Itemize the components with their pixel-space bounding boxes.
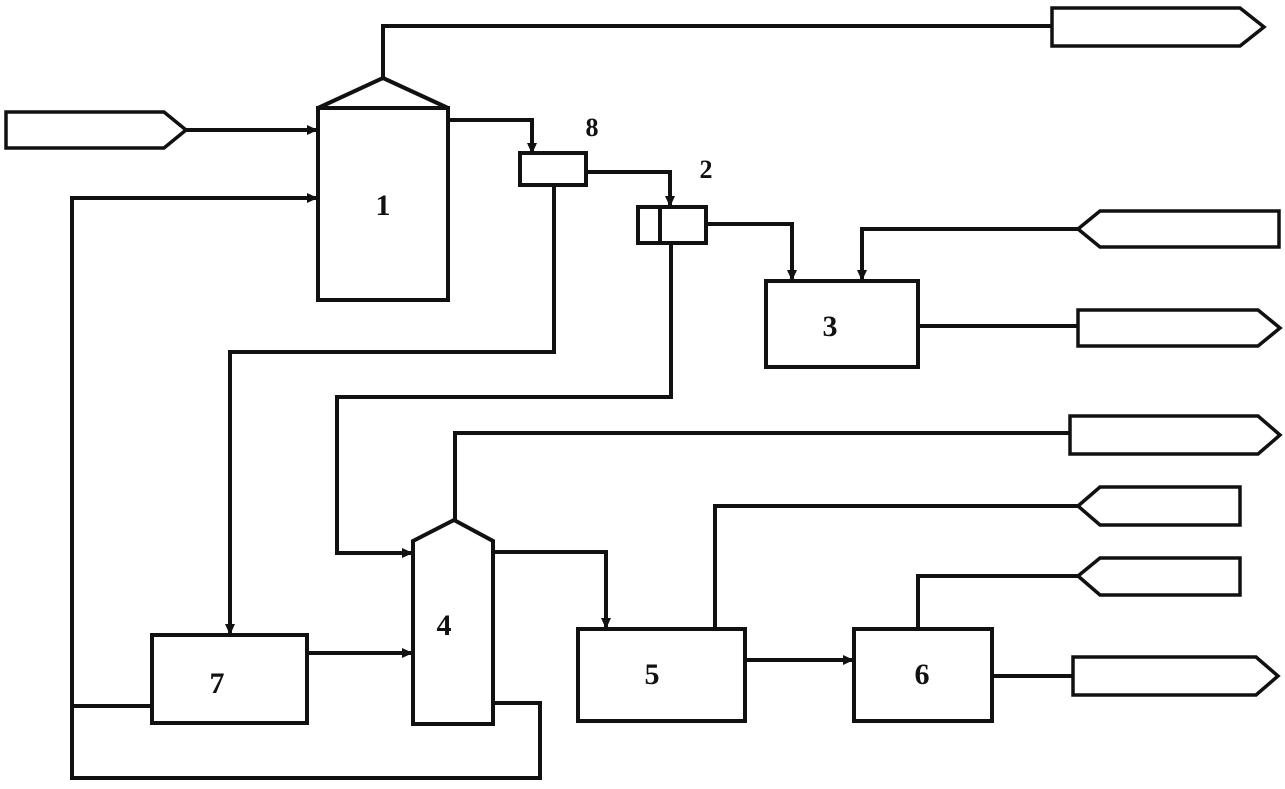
unit-3-label: 3 bbox=[823, 310, 838, 343]
line-unit4-top-outlet bbox=[453, 431, 1072, 521]
line-oxidant-to-unit6 bbox=[916, 574, 1080, 629]
unit-1-label: 1 bbox=[376, 189, 391, 222]
stream-tag-air bbox=[1075, 485, 1242, 527]
arrow-into-unit4-lower bbox=[402, 648, 413, 658]
unit-5-label: 5 bbox=[645, 658, 660, 691]
arrow-into-unit7 bbox=[225, 624, 235, 635]
unit-7: 7 bbox=[150, 633, 309, 725]
stream-tag-bottom-out bbox=[1071, 655, 1281, 697]
arrow-into-unit8 bbox=[527, 143, 537, 154]
arrow-into-unit5 bbox=[601, 618, 611, 629]
arrow-into-unit4-upper bbox=[402, 548, 413, 558]
unit-4: 4 bbox=[411, 517, 495, 726]
unit-4-label: 4 bbox=[437, 609, 452, 642]
unit-8: 8 bbox=[518, 113, 599, 187]
line-air-to-unit5 bbox=[713, 504, 1080, 629]
unit-3: 3 bbox=[764, 279, 920, 369]
unit-6-label: 6 bbox=[915, 658, 930, 691]
line-unit2-to-unit4 bbox=[335, 241, 673, 555]
line-unit8-to-unit2 bbox=[584, 170, 672, 207]
stream-tag-right-mid-in bbox=[1075, 209, 1281, 249]
line-unit4-to-unit5 bbox=[491, 550, 608, 629]
arrow-into-unit6 bbox=[843, 655, 854, 665]
line-unit1-top-outlet bbox=[381, 24, 1052, 79]
line-tag-to-unit3 bbox=[860, 227, 1080, 281]
arrow-into-unit3-right bbox=[857, 270, 867, 281]
unit-1: 1 bbox=[316, 75, 450, 302]
line-unit2-to-unit3 bbox=[704, 222, 794, 281]
stream-tag-oxidant bbox=[1075, 556, 1242, 597]
arrow-into-unit2 bbox=[665, 196, 675, 207]
arrow-into-unit1-mid bbox=[307, 193, 318, 203]
connection-lines bbox=[70, 24, 1080, 780]
unit-6: 6 bbox=[852, 627, 994, 723]
line-unit1-to-unit8 bbox=[446, 118, 534, 154]
unit-8-label: 8 bbox=[586, 113, 599, 142]
stream-tag-left-feed bbox=[4, 110, 189, 150]
unit-2: 2 bbox=[636, 155, 713, 245]
line-recycle-loop bbox=[70, 196, 542, 780]
arrow-into-unit1-top bbox=[307, 125, 318, 135]
unit-5: 5 bbox=[576, 627, 747, 723]
stream-tag-right-mid-out bbox=[1076, 308, 1283, 348]
line-unit8-to-unit7 bbox=[228, 184, 556, 635]
unit-7-label: 7 bbox=[210, 667, 225, 700]
arrow-into-unit3-left bbox=[787, 270, 797, 281]
arrowheads bbox=[225, 125, 867, 665]
stream-tag-right-lower-out bbox=[1068, 414, 1283, 456]
unit-2-label: 2 bbox=[700, 155, 713, 184]
stream-tag-top-right bbox=[1050, 6, 1267, 48]
